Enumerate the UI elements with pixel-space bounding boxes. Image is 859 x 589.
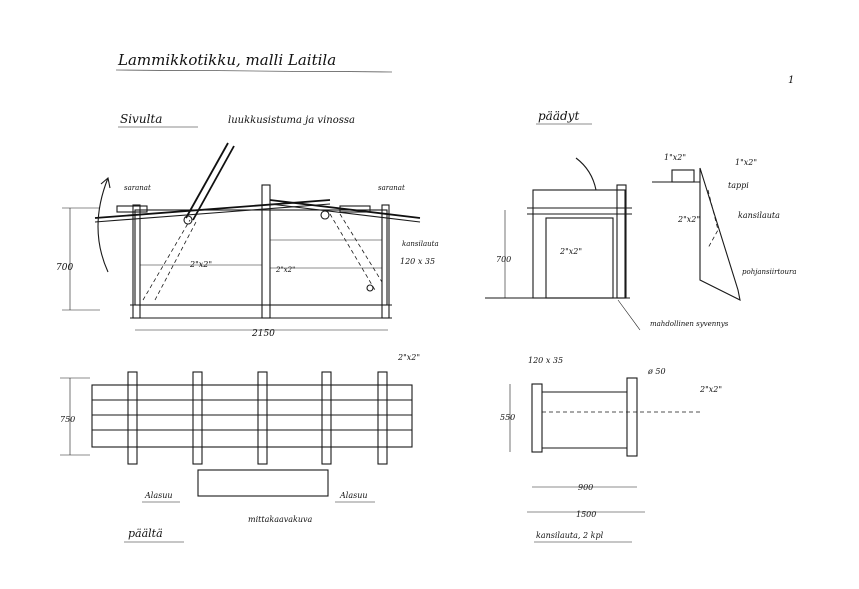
side-dim-height: 700 xyxy=(56,263,73,273)
end-leader-bottom xyxy=(617,299,641,331)
end-label-top-b: 1"x2" xyxy=(735,158,757,167)
side-post-right xyxy=(381,204,390,319)
end-label-stopper: tappi xyxy=(728,181,749,190)
side-post-mid xyxy=(261,184,271,319)
top-post-3 xyxy=(257,371,268,465)
side-bolt-left xyxy=(183,215,193,225)
detail-board-left xyxy=(531,383,543,453)
side-dim-length: 2150 xyxy=(251,329,275,339)
top-view: 750 2"x2" Alasuu Alasuu mittakaavakuva p… xyxy=(60,353,420,543)
side-hinge-right xyxy=(339,205,371,213)
top-post-1 xyxy=(127,371,138,465)
drawing-title: Lammikkotikku, malli Laitila xyxy=(117,51,336,69)
detail-board-right xyxy=(626,377,638,457)
side-raised-handle xyxy=(185,142,229,219)
side-brace-left xyxy=(142,219,191,301)
side-bolt-right xyxy=(320,210,330,220)
side-arc-arrow xyxy=(100,176,111,189)
end-view: päädyt 700 2"x2" mahdollinen syvennys 1"… xyxy=(485,109,797,331)
top-view-heading: päältä xyxy=(128,527,163,540)
side-lid-right xyxy=(269,199,421,219)
top-label-left: Alasuu xyxy=(144,491,173,500)
page-number: 1 xyxy=(788,75,794,86)
side-bolt-bottom xyxy=(366,284,374,292)
stopper-block xyxy=(671,169,695,183)
detail-caption: kansilauta, 2 kpl xyxy=(536,531,604,540)
side-brace-right xyxy=(329,213,376,291)
side-hinge-left xyxy=(116,205,148,213)
side-view-heading: Sivulta xyxy=(120,112,162,126)
top-frame xyxy=(91,384,413,448)
title-underline xyxy=(115,69,393,73)
detail-label-rod: 2"x2" xyxy=(699,385,722,394)
side-swing-arc xyxy=(97,177,109,273)
side-label-hinge-right: saranat xyxy=(378,184,405,192)
detail-view: 120 x 35 ø 50 2"x2" 550 900 1500 kansila… xyxy=(500,356,722,543)
detail-dim-inner: 900 xyxy=(578,483,593,492)
side-raised-handle-b xyxy=(192,145,235,221)
end-label-bottom: mahdollinen syvennys xyxy=(650,320,729,328)
side-view: Sivulta luukkusistuma ja vinossa xyxy=(56,112,439,339)
side-label-brace: 2"x2" xyxy=(189,260,212,269)
top-post-4 xyxy=(321,371,332,465)
top-post-2 xyxy=(192,371,203,465)
detail-dim-total: 1500 xyxy=(576,510,596,519)
end-label-top-a: 1"x2" xyxy=(664,153,686,162)
top-label-right: Alasuu xyxy=(339,491,368,500)
end-label-ground: pohjansiirtoura xyxy=(742,268,797,276)
top-base-plate xyxy=(197,469,329,497)
end-dim-height: 700 xyxy=(496,255,511,264)
side-label-plank-size: 120 x 35 xyxy=(400,257,435,266)
end-label-inner: 2"x2" xyxy=(559,247,582,256)
side-post-left xyxy=(132,204,141,319)
end-inner xyxy=(545,217,614,299)
end-pointer xyxy=(575,157,597,191)
stopper-post xyxy=(699,167,741,301)
side-label-hinge-left: saranat xyxy=(124,184,151,192)
top-dim-width: 750 xyxy=(60,415,75,424)
top-post-5 xyxy=(377,371,388,465)
side-frame xyxy=(134,209,388,306)
side-brace-left-b xyxy=(154,221,197,301)
side-label-plank: kansilauta xyxy=(402,240,439,248)
detail-dim-height: 550 xyxy=(500,413,515,422)
detail-label-pipe: ø 50 xyxy=(647,367,666,376)
end-view-heading: päädyt xyxy=(538,109,579,123)
side-view-subheading: luukkusistuma ja vinossa xyxy=(228,115,355,126)
top-label-bottom: mittakaavakuva xyxy=(248,515,313,524)
end-label-post: 2"x2" xyxy=(677,215,700,224)
end-frame xyxy=(532,189,626,299)
side-label-spacer: 2"x2" xyxy=(275,266,295,274)
end-label-board: kansilauta xyxy=(738,211,780,220)
top-label-corner: 2"x2" xyxy=(397,353,420,362)
side-lid-right-b xyxy=(269,203,421,223)
detail-label-board: 120 x 35 xyxy=(528,356,563,365)
side-brace-right-b xyxy=(339,213,383,283)
